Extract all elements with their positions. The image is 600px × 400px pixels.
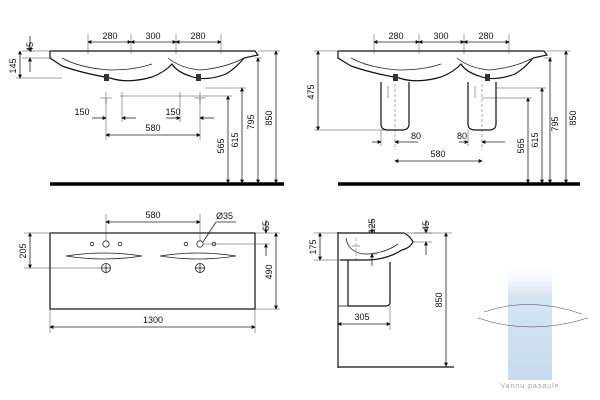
dim-height-615: 615	[230, 132, 240, 147]
dim-tap-spacing: 580	[145, 123, 160, 133]
dim-bowl-2: 300	[145, 31, 160, 41]
dim-bowl-2-r: 300	[433, 31, 448, 41]
dim-height-565-r: 565	[516, 138, 526, 153]
dim-height-795: 795	[246, 114, 256, 129]
bowl-right-top	[159, 252, 237, 260]
top-view: 580 Ø35 205 65 490 1300	[18, 210, 280, 333]
dim-top-thickness: 45	[25, 42, 35, 52]
front-view-pedestals: 280 300 280 475 80 80 580 565 615 795 85…	[306, 31, 580, 186]
dim-pedestal-width-right: 80	[457, 131, 467, 141]
watermark-column	[508, 260, 552, 380]
dim-hole-diameter: Ø35	[216, 211, 233, 221]
dim-bowl-3: 280	[190, 31, 205, 41]
dim-height-615-r: 615	[530, 132, 540, 147]
dim-bowl-1-r: 280	[388, 31, 403, 41]
dim-side-top-thickness: 45	[421, 221, 431, 231]
dim-left-depth: 205	[18, 243, 28, 258]
dim-total-depth: 490	[264, 264, 274, 279]
dim-pedestal-top: 475	[306, 84, 316, 99]
waste-left	[104, 74, 109, 81]
side-basin-profile	[338, 232, 414, 261]
basin-outline-pedestal	[337, 50, 549, 82]
dim-rim-height: 125	[367, 218, 377, 233]
watermark-text: Vannu pasaule	[500, 383, 559, 390]
dim-height-850: 850	[264, 110, 274, 125]
top-view-outline	[49, 232, 256, 310]
dim-tap-offset-right: 150	[165, 107, 180, 117]
dim-pedestal-depth: 305	[354, 312, 369, 322]
waste-right	[196, 74, 201, 81]
dim-edge-offset: 65	[261, 221, 271, 231]
side-view: 125 45 175 305 850	[308, 218, 454, 368]
front-view-counter: 280 300 280 45 145 150 150 580	[8, 31, 284, 186]
tap-hole-left	[102, 240, 110, 248]
bowl-left-top	[65, 252, 143, 260]
dim-total-width: 1300	[143, 315, 163, 325]
dim-tap-offset-left: 150	[74, 107, 89, 117]
tap-hole-right	[196, 240, 204, 248]
dim-height-850-r: 850	[568, 110, 578, 125]
dim-bowl-1: 280	[102, 31, 117, 41]
dim-height-565: 565	[216, 138, 226, 153]
watermark: Vannu pasaule	[477, 260, 589, 390]
dim-waste-spacing: 580	[430, 149, 445, 159]
side-pedestal	[347, 260, 391, 307]
dim-side-total-height: 850	[434, 292, 444, 307]
dim-top-tap-spacing: 580	[145, 210, 160, 220]
dim-pedestal-width-left: 80	[411, 131, 421, 141]
dim-side-depth: 175	[308, 239, 318, 254]
dim-height-795-r: 795	[550, 116, 560, 131]
dim-bowl-3-r: 280	[478, 31, 493, 41]
dim-basin-depth: 145	[8, 58, 18, 73]
